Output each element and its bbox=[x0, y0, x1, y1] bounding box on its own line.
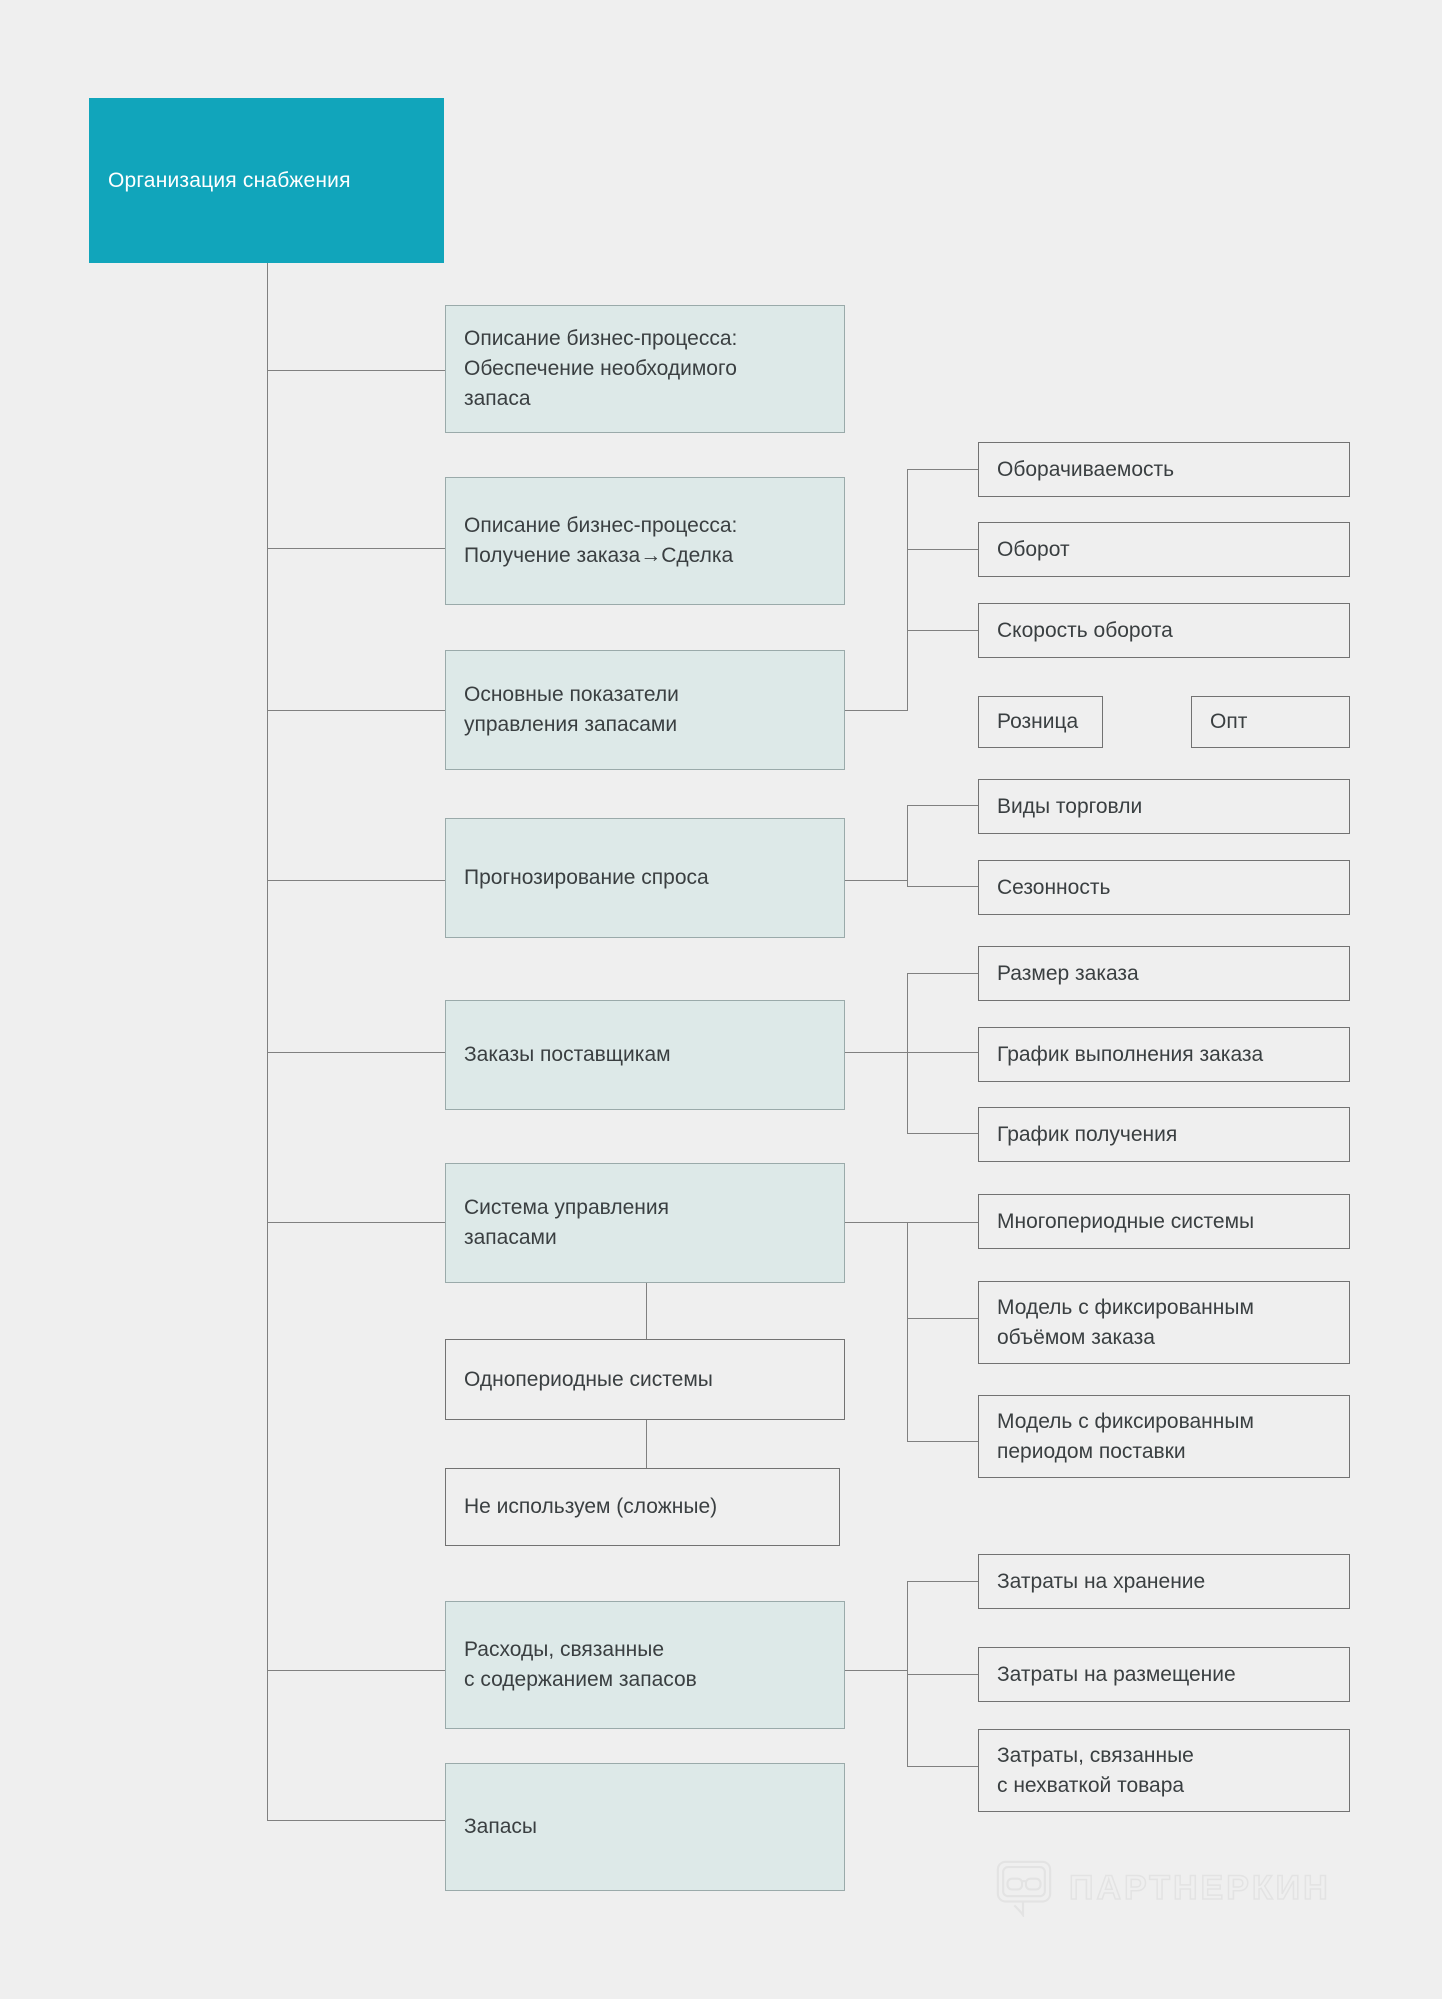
node-model-fiks-obem[interactable]: Модель с фиксированным объёмом заказа bbox=[978, 1281, 1350, 1364]
connector-model-fiks-period bbox=[907, 1441, 978, 1442]
connector-zatraty-nehvatka bbox=[907, 1766, 978, 1767]
node-vidy-torgovli[interactable]: Виды торговли bbox=[978, 779, 1350, 834]
node-label: Затраты на хранение bbox=[997, 1569, 1206, 1593]
root-node[interactable]: Организация снабжения bbox=[89, 98, 444, 263]
node-label: График выполнения заказа bbox=[997, 1042, 1264, 1066]
node-oborot[interactable]: Оборот bbox=[978, 522, 1350, 577]
node-label: Затраты на размещение bbox=[997, 1662, 1236, 1686]
connector-sezonnost bbox=[907, 886, 978, 887]
speech-bubble-glasses-icon bbox=[993, 1855, 1055, 1922]
connector-branch-7 bbox=[267, 1670, 446, 1671]
node-label: Розница bbox=[997, 710, 1079, 734]
connector-zatraty-razmeshchenie bbox=[907, 1674, 978, 1675]
root-node-label: Организация снабжения bbox=[108, 168, 351, 192]
node-rashody[interactable]: Расходы, связанные с содержанием запасов bbox=[445, 1601, 845, 1729]
node-label: Описание бизнес-процесса: Получение зака… bbox=[464, 514, 738, 567]
node-label: Многопериодные системы bbox=[997, 1209, 1255, 1233]
node-prognozirovanie-sprosa[interactable]: Прогнозирование спроса bbox=[445, 818, 845, 938]
node-label: Заказы поставщикам bbox=[464, 1043, 671, 1067]
node-label: Опт bbox=[1210, 710, 1248, 734]
node-label: Система управления запасами bbox=[464, 1196, 669, 1249]
node-razmer-zakaza[interactable]: Размер заказа bbox=[978, 946, 1350, 1001]
connector-rashody-stem bbox=[845, 1670, 907, 1671]
connector-vidy-torgovli bbox=[907, 805, 978, 806]
connector-sistema-to-odnoperiodnye bbox=[646, 1283, 647, 1339]
connector-rashody-spine bbox=[907, 1581, 908, 1766]
connector-zatraty-hranenie bbox=[907, 1581, 978, 1582]
node-label: Сезонность bbox=[997, 875, 1111, 899]
node-label: Оборачиваемость bbox=[997, 457, 1175, 481]
connector-model-fiks-obem bbox=[907, 1318, 978, 1319]
node-model-fiks-period[interactable]: Модель с фиксированным периодом поставки bbox=[978, 1395, 1350, 1478]
node-grafik-polucheniya[interactable]: График получения bbox=[978, 1107, 1350, 1162]
node-label: Виды торговли bbox=[997, 794, 1143, 818]
connector-branch-4 bbox=[267, 880, 446, 881]
node-label: Запасы bbox=[464, 1815, 538, 1839]
node-oborachivaemost[interactable]: Оборачиваемость bbox=[978, 442, 1350, 497]
connector-sistema-stem bbox=[845, 1222, 978, 1223]
node-grafik-vypolneniya[interactable]: График выполнения заказа bbox=[978, 1027, 1350, 1082]
node-sezonnost[interactable]: Сезонность bbox=[978, 860, 1350, 915]
connector-odnoperiodnye-to-neispolzuem bbox=[646, 1420, 647, 1468]
connector-oborachivaemost bbox=[907, 469, 978, 470]
node-label: Расходы, связанные с содержанием запасов bbox=[464, 1638, 697, 1691]
connector-pokazateli-spine bbox=[907, 469, 908, 711]
node-label: Оборот bbox=[997, 537, 1070, 561]
node-opisanie-obespechenie[interactable]: Описание бизнес-процесса: Обеспечение не… bbox=[445, 305, 845, 433]
node-label: Описание бизнес-процесса: Обеспечение не… bbox=[464, 327, 738, 410]
connector-grafik-vypolneniya bbox=[907, 1052, 978, 1053]
connector-branch-3 bbox=[267, 710, 446, 711]
connector-branch-5 bbox=[267, 1052, 446, 1053]
node-zapasy[interactable]: Запасы bbox=[445, 1763, 845, 1891]
connector-razmer-zakaza bbox=[907, 973, 978, 974]
connector-branch-6 bbox=[267, 1222, 446, 1223]
connector-zakazy-spine bbox=[907, 973, 908, 1134]
node-zatraty-nehvatka[interactable]: Затраты, связанные с нехваткой товара bbox=[978, 1729, 1350, 1812]
node-sistema-upravleniya[interactable]: Система управления запасами bbox=[445, 1163, 845, 1283]
connector-zakazy-stem bbox=[845, 1052, 907, 1053]
node-skorost-oborota[interactable]: Скорость оборота bbox=[978, 603, 1350, 658]
watermark: ПАРТНЕРКИН bbox=[993, 1855, 1331, 1922]
node-osnovnye-pokazateli[interactable]: Основные показатели управления запасами bbox=[445, 650, 845, 770]
node-label: Модель с фиксированным периодом поставки bbox=[997, 1409, 1254, 1463]
connector-branch-2 bbox=[267, 548, 446, 549]
node-label: Однопериодные системы bbox=[464, 1367, 713, 1391]
node-opisanie-poluchenie[interactable]: Описание бизнес-процесса: Получение зака… bbox=[445, 477, 845, 605]
node-zatraty-hranenie[interactable]: Затраты на хранение bbox=[978, 1554, 1350, 1609]
node-label: Прогнозирование спроса bbox=[464, 866, 709, 890]
node-mnogoperiodnye[interactable]: Многопериодные системы bbox=[978, 1194, 1350, 1249]
connector-prognoz-spine bbox=[907, 805, 908, 886]
connector-prognoz-stem bbox=[845, 880, 907, 881]
watermark-text: ПАРТНЕРКИН bbox=[1068, 1868, 1331, 1908]
node-label: Не используем (сложные) bbox=[464, 1495, 718, 1519]
node-ne-ispolzuem[interactable]: Не используем (сложные) bbox=[445, 1468, 840, 1546]
node-label: Размер заказа bbox=[997, 961, 1139, 985]
connector-pokazateli-stem bbox=[845, 710, 907, 711]
connector-branch-8 bbox=[267, 1820, 446, 1821]
node-zatraty-razmeshchenie[interactable]: Затраты на размещение bbox=[978, 1647, 1350, 1702]
connector-skorost bbox=[907, 630, 978, 631]
node-label: Основные показатели управления запасами bbox=[464, 683, 679, 736]
node-label: Скорость оборота bbox=[997, 618, 1173, 642]
node-odnoperiodnye[interactable]: Однопериодные системы bbox=[445, 1339, 845, 1420]
connector-sistema-spine bbox=[907, 1222, 908, 1441]
connector-grafik-polucheniya bbox=[907, 1133, 978, 1134]
node-zakazy-postavshchikam[interactable]: Заказы поставщикам bbox=[445, 1000, 845, 1110]
node-roznitsa[interactable]: Розница bbox=[978, 696, 1103, 748]
node-label: График получения bbox=[997, 1122, 1178, 1146]
node-opt[interactable]: Опт bbox=[1191, 696, 1350, 748]
node-label: Модель с фиксированным объёмом заказа bbox=[997, 1295, 1254, 1349]
trunk-line bbox=[267, 263, 268, 1820]
connector-oborot bbox=[907, 549, 978, 550]
node-label: Затраты, связанные с нехваткой товара bbox=[997, 1743, 1194, 1797]
connector-branch-1 bbox=[267, 370, 446, 371]
